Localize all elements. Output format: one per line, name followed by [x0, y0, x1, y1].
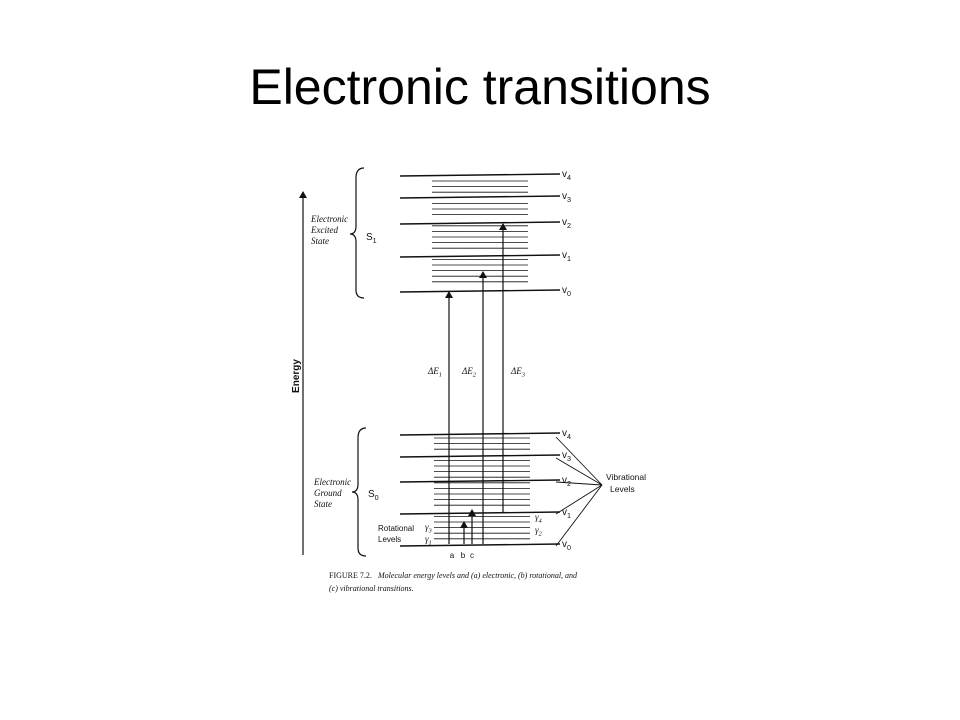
figure-caption-line: (c) vibrational transitions. — [329, 584, 414, 593]
figure-caption-number: FIGURE 7.2. — [329, 571, 372, 580]
lower-vibrational-label-v4: v4 — [562, 428, 571, 441]
transition-letter-c: c — [470, 551, 474, 560]
upper-vibrational-level-line — [399, 289, 561, 293]
vibrational-levels-pointer-line — [555, 436, 603, 486]
diagram-labels: Energyv4v3v2v1v0v4v3v2v1v0ElectronicExci… — [291, 169, 646, 593]
ground-state-symbol: S0 — [368, 489, 379, 502]
upper-vibrational-label-v4: v4 — [562, 169, 571, 182]
rotational-levels-label-line: Levels — [378, 535, 401, 544]
upper-vibrational-label-v2: v2 — [562, 217, 571, 230]
rotational-levels-label-line: Rotational — [378, 524, 414, 533]
vibrational-levels-pointer-line — [555, 457, 603, 486]
vibrational-levels-label-line: Vibrational — [606, 472, 646, 482]
lower-vibrational-level-line — [399, 543, 561, 547]
vibrational-levels-pointer-line — [555, 484, 603, 515]
lower-vibrational-label-v3: v3 — [562, 450, 571, 463]
lower-vibrational-label-v2: v2 — [562, 475, 571, 488]
ground-state-label-line: Ground — [314, 488, 342, 498]
excited-state-label-line: Electronic — [310, 214, 348, 224]
lower-vibrational-label-v1: v1 — [562, 507, 571, 520]
upper-vibrational-label-v1: v1 — [562, 250, 571, 263]
upper-vibrational-label-v3: v3 — [562, 191, 571, 204]
gamma-label: γ3 — [425, 522, 433, 535]
excited-state-label-line: State — [311, 236, 329, 246]
energy-axis-label: Energy — [291, 359, 302, 393]
figure-caption-line: Molecular energy levels and (a) electron… — [377, 571, 578, 580]
lower-vibrational-label-v0: v0 — [562, 539, 571, 552]
transition-label-deltaE1: ΔE1 — [427, 366, 442, 379]
excited-state-brace — [349, 167, 365, 299]
transition-letter-a: a — [450, 551, 455, 560]
lower-vibrational-level-line — [399, 432, 561, 436]
upper-vibrational-level-line — [399, 173, 561, 177]
gamma-label: γ4 — [535, 512, 543, 525]
ground-state-brace — [351, 427, 367, 557]
upper-vibrational-level-line — [399, 254, 561, 258]
upper-vibrational-level-line — [399, 221, 561, 225]
upper-vibrational-level-line — [399, 195, 561, 199]
gamma-label: γ1 — [425, 534, 432, 547]
excited-state-label-line: Excited — [310, 225, 338, 235]
ground-state-label-line: State — [314, 499, 332, 509]
vibrational-levels-label-line: Levels — [610, 484, 635, 494]
lower-vibrational-level-line — [399, 511, 561, 515]
excited-state-symbol: S1 — [366, 232, 377, 245]
transition-label-deltaE2: ΔE2 — [461, 366, 477, 379]
upper-vibrational-label-v0: v0 — [562, 285, 571, 298]
vibrational-levels-pointer-line — [555, 481, 603, 486]
gamma-label: γ2 — [535, 525, 543, 538]
vibrational-levels-pointer-line — [555, 484, 603, 547]
transition-label-deltaE3: ΔE3 — [510, 366, 526, 379]
ground-state-label-line: Electronic — [313, 477, 351, 487]
lower-vibrational-level-line — [399, 479, 561, 483]
level-lines — [299, 167, 603, 557]
lower-vibrational-level-line — [399, 454, 561, 458]
transition-letter-b: b — [461, 551, 466, 560]
slide-title: Electronic transitions — [249, 59, 711, 115]
